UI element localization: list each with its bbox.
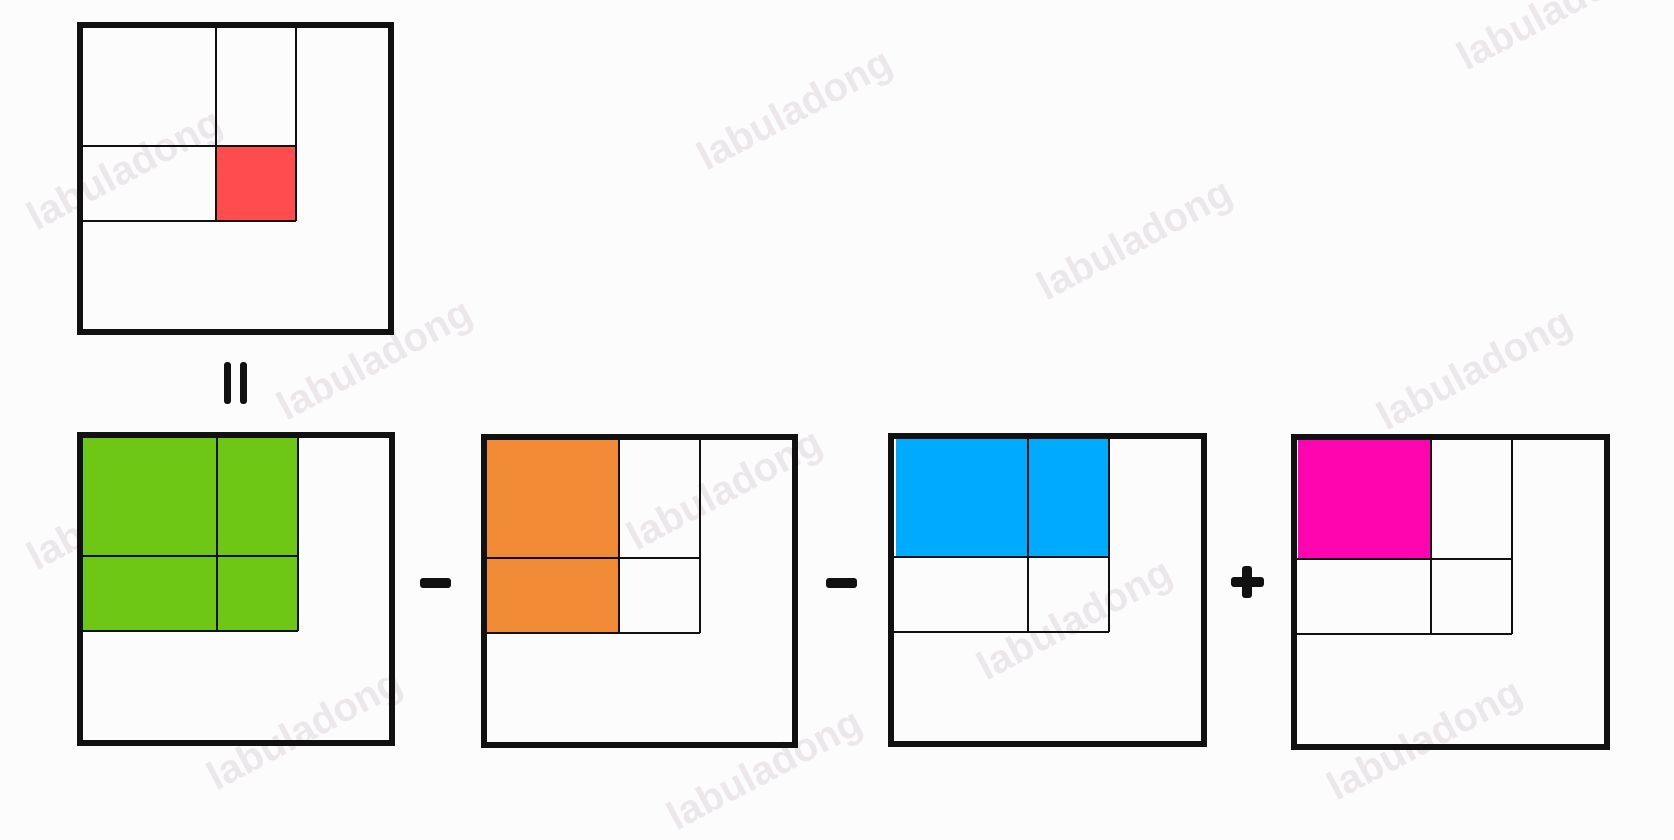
blue-box	[888, 433, 1207, 747]
box-border	[77, 432, 395, 746]
magenta-box	[1291, 434, 1610, 750]
equals-bar	[240, 362, 247, 404]
magenta-region	[1298, 440, 1431, 559]
box-border	[481, 434, 798, 748]
target-box	[77, 22, 394, 335]
box-border	[888, 433, 1207, 747]
plus-bar	[1242, 566, 1252, 598]
orange-region	[486, 440, 619, 633]
blue-region	[896, 439, 1109, 557]
green-box	[77, 432, 395, 746]
box-border	[1291, 434, 1610, 750]
orange-box	[481, 434, 798, 748]
prefix-sum-diagram	[77, 22, 1610, 750]
minus-sign	[420, 578, 451, 588]
green-region	[82, 437, 298, 631]
equals-bar	[224, 362, 231, 404]
minus-sign	[826, 578, 857, 588]
equals-sign	[224, 362, 247, 404]
target-highlight-cell	[216, 146, 296, 221]
box-border	[77, 22, 394, 335]
plus-sign	[1231, 566, 1264, 598]
